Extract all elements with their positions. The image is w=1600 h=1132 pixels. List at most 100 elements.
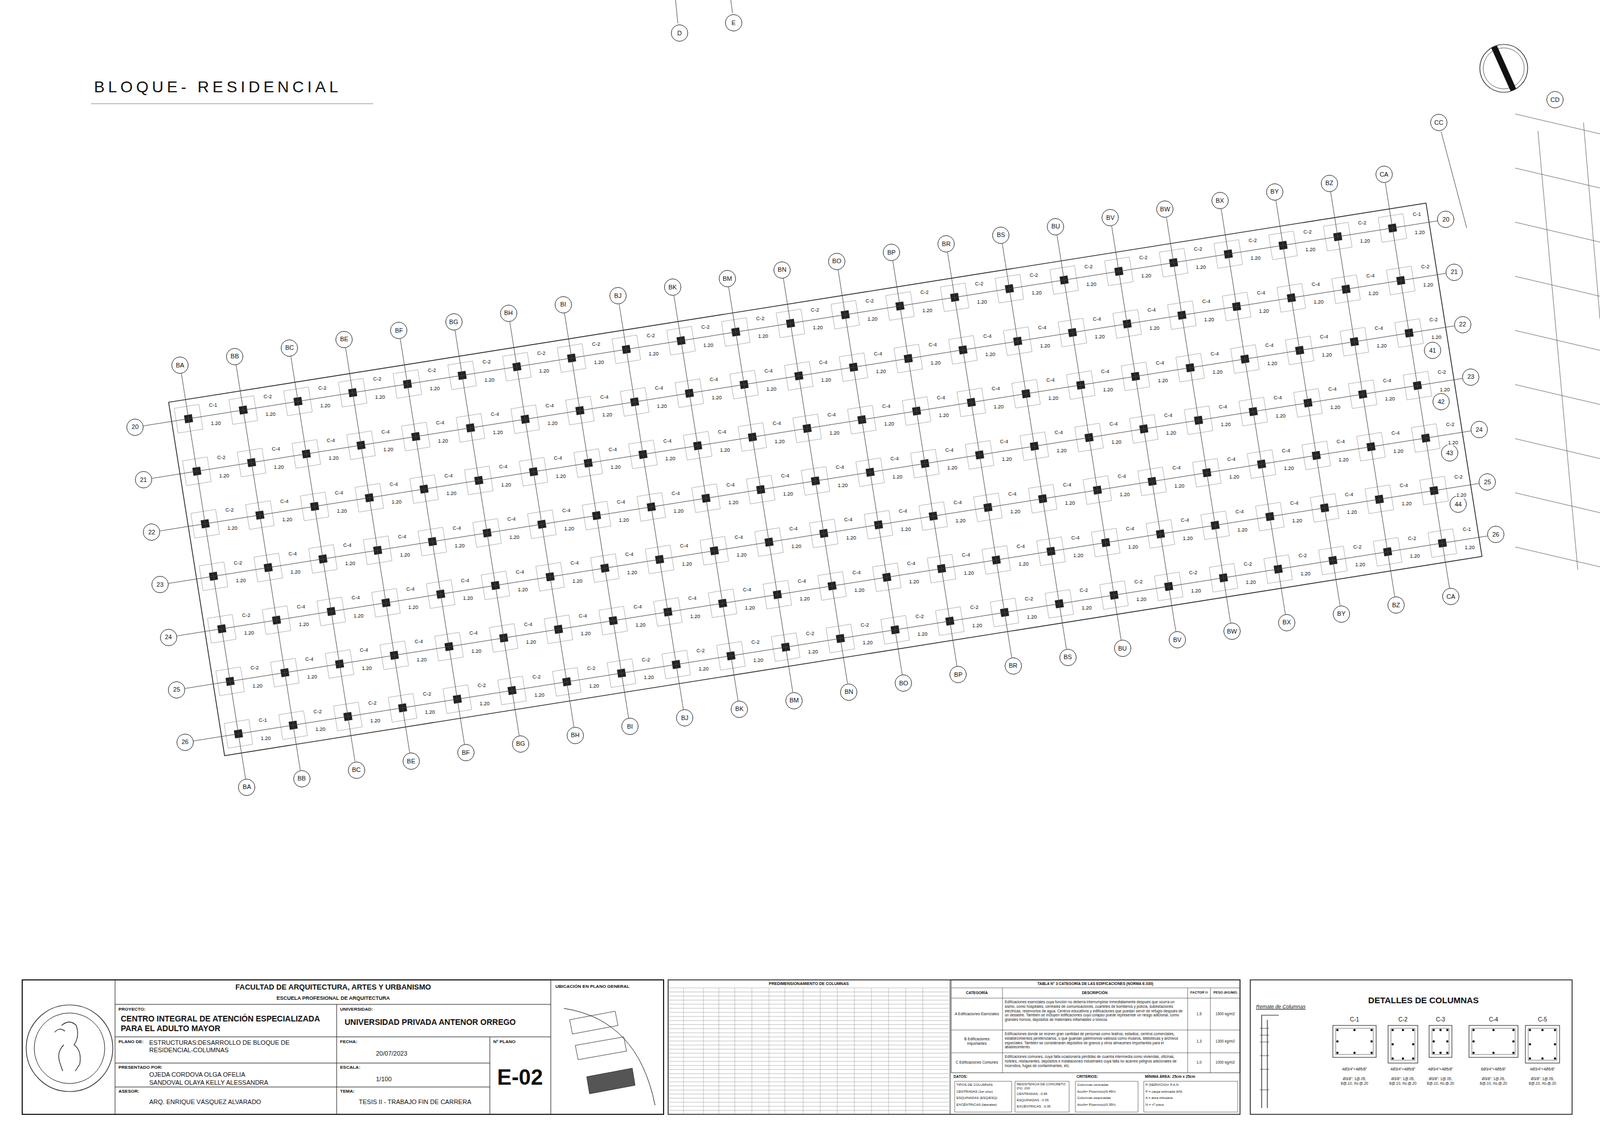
rebar bbox=[1512, 1040, 1515, 1043]
column-tag: 1.20 bbox=[593, 359, 605, 366]
column-tag: C-2 bbox=[805, 631, 816, 637]
column-tag: 1.20 bbox=[374, 394, 386, 401]
axis-label: 42 bbox=[1437, 398, 1445, 405]
column-tag: 1.20 bbox=[702, 342, 715, 349]
axis-label: BX bbox=[1282, 619, 1292, 626]
sheet-text: PROYECTO: bbox=[118, 1006, 146, 1013]
column-tag: C-4 bbox=[1327, 386, 1338, 393]
column-tag: 1.20 bbox=[1329, 404, 1341, 411]
column-tag: 1.20 bbox=[862, 640, 874, 646]
column-tag: 1.20 bbox=[963, 570, 975, 577]
axis-label: BU bbox=[1051, 223, 1061, 230]
sheet-text: DESCRIPCIÓN bbox=[1081, 990, 1108, 996]
column-tag: C-4 bbox=[342, 542, 353, 549]
column-tag: 1.20 bbox=[845, 535, 857, 542]
column-tag: 1.20 bbox=[1455, 492, 1468, 499]
column-tag: C-4 bbox=[670, 490, 681, 497]
column-tag: 1.20 bbox=[1304, 247, 1317, 253]
tables-frame bbox=[668, 979, 1241, 1115]
column-tag: 1.20 bbox=[470, 648, 482, 655]
column-tag: C-4 bbox=[936, 395, 947, 401]
column-tag: 1.20 bbox=[1228, 474, 1241, 481]
sheet-text: Aco/b= P(servicio)/0.35f'c bbox=[1077, 1102, 1116, 1107]
rebar bbox=[1446, 1051, 1449, 1054]
column-tag: 1.20 bbox=[1094, 334, 1106, 341]
axis-label: 20 bbox=[1442, 216, 1450, 223]
column-tag: C-4 bbox=[523, 622, 534, 628]
axis-label: BX bbox=[1215, 197, 1225, 204]
column-tag: C-4 bbox=[599, 394, 610, 401]
table-rule bbox=[784, 987, 786, 1115]
table-rule bbox=[668, 991, 949, 993]
column-tag: 1.20 bbox=[1422, 282, 1434, 289]
column-tag: 1.20 bbox=[264, 411, 277, 418]
axis-line-stub bbox=[675, 0, 678, 24]
axis-label: BR bbox=[942, 240, 951, 248]
axis-bubble: BY bbox=[1266, 183, 1284, 201]
table-rule bbox=[668, 1110, 949, 1111]
column-tag: C-2 bbox=[477, 682, 488, 689]
column-tag: 1.20 bbox=[1157, 378, 1169, 384]
sheet-text: 1000 kg/m2 bbox=[1215, 1060, 1235, 1065]
column-tag: 1.20 bbox=[210, 420, 222, 427]
column-tag: C-2 bbox=[367, 700, 378, 707]
sheet-text: A Edificaciones Esenciales bbox=[954, 1011, 1000, 1017]
axis-bubble: 25 bbox=[168, 681, 186, 699]
table-rule bbox=[683, 987, 685, 1115]
column-tag: C-4 bbox=[780, 473, 791, 480]
column-tag: 1.20 bbox=[812, 325, 824, 331]
column-tag: 1.20 bbox=[226, 525, 239, 532]
column-tag: 1.20 bbox=[899, 526, 912, 533]
column-tag: C-2 bbox=[641, 657, 652, 664]
axis-label: BM bbox=[789, 697, 800, 704]
column-tag: C-2 bbox=[1138, 255, 1149, 261]
column-tag: C-4 bbox=[1125, 526, 1136, 533]
column-tag: 1.20 bbox=[807, 649, 820, 656]
table-rule bbox=[803, 987, 804, 1115]
column-tag: 1.20 bbox=[319, 403, 331, 409]
axis-label: 20 bbox=[131, 423, 139, 431]
table-frame bbox=[951, 979, 1241, 1073]
title-underline bbox=[91, 103, 374, 105]
column-tag: 1.20 bbox=[251, 683, 264, 690]
column-tag: 1.20 bbox=[1321, 352, 1333, 359]
axis-label: CA bbox=[1446, 593, 1455, 600]
axis-label: BW bbox=[1160, 206, 1171, 213]
column-tag: 1.20 bbox=[820, 377, 833, 384]
axis-label: BV bbox=[1172, 636, 1182, 644]
axis-label: 21 bbox=[1450, 268, 1458, 276]
column-tag: 1.20 bbox=[689, 614, 702, 620]
column-tag: C-4 bbox=[405, 586, 416, 593]
column-tag: 1.20 bbox=[1026, 614, 1038, 621]
axis-label: BP bbox=[954, 671, 963, 678]
axis-bubble: BF bbox=[390, 321, 408, 339]
table-rule bbox=[1002, 987, 1004, 1073]
column-tag: 1.20 bbox=[1245, 579, 1257, 586]
axis-label: BH bbox=[504, 309, 513, 317]
column-tag: 1.20 bbox=[610, 465, 622, 472]
column-tag: C-4 bbox=[1016, 543, 1026, 550]
column-tag: 1.20 bbox=[517, 587, 529, 593]
axis-bubble: CC bbox=[1430, 113, 1448, 132]
column-tag: 1.20 bbox=[930, 360, 942, 367]
column-detail bbox=[1525, 1025, 1560, 1063]
sheet-text: C-1 bbox=[1349, 1016, 1360, 1023]
grid-axis-line bbox=[168, 378, 1463, 584]
rebar bbox=[1528, 1042, 1532, 1046]
rebar bbox=[1412, 1057, 1415, 1060]
axis-label: BG bbox=[516, 740, 526, 747]
axis-bubble: BG bbox=[445, 313, 463, 331]
sheet-text: UNIVERSIDAD PRIVADA ANTENOR ORREGO bbox=[344, 1017, 547, 1027]
axis-bubble: BI bbox=[554, 296, 572, 314]
stirrup bbox=[1471, 1028, 1516, 1055]
column-tag: C-4 bbox=[1070, 535, 1081, 542]
sheet-text: ESTRUCTURAS:DESARROLLO DE BLOQUE DE RESI… bbox=[149, 1038, 332, 1054]
sheet-text: Remate de Columnas bbox=[1255, 1003, 1306, 1010]
logo-ring bbox=[34, 1012, 105, 1084]
table-rule bbox=[734, 987, 736, 1115]
column-tag: C-2 bbox=[1243, 561, 1254, 568]
axis-bubble: BC bbox=[280, 339, 298, 357]
sheet-text: EXCÉNTRICAS (laterales) bbox=[956, 1102, 997, 1107]
axis-label: 44 bbox=[1454, 501, 1462, 508]
column-tag: 1.20 bbox=[992, 404, 1005, 411]
